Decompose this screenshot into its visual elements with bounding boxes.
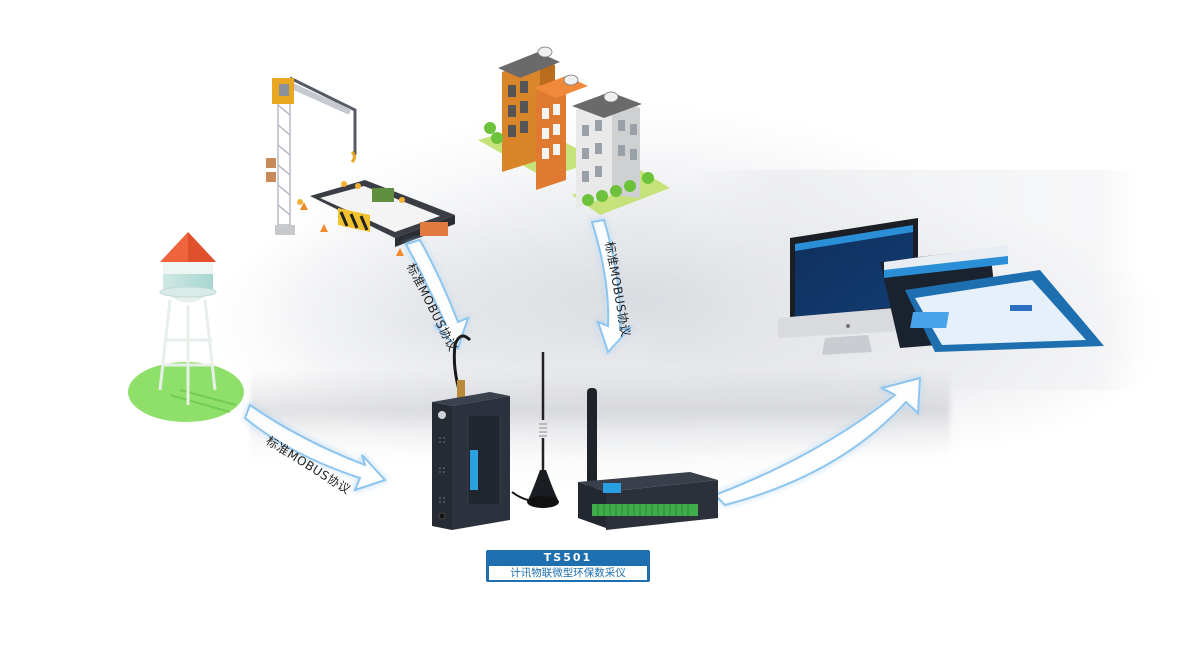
monitoring-platform-screens [778,218,1104,355]
magnetic-antenna [511,352,559,508]
product-label: TS501 计讯物联微型环保数采仪 [486,550,650,582]
arrow-buildings-to-device [590,218,633,354]
terminal-block-unit [578,388,718,530]
arrow-device-to-platform [713,376,922,507]
arrow-water-tower-to-device [243,403,387,492]
product-description: 计讯物联微型环保数采仪 [489,566,647,580]
arrow-construction-to-device [404,238,470,350]
water-tower-icon [128,232,244,422]
data-collector-unit [432,334,510,530]
product-model: TS501 [543,551,593,564]
construction-site-icon [266,76,455,256]
residential-buildings-icon [478,46,670,215]
